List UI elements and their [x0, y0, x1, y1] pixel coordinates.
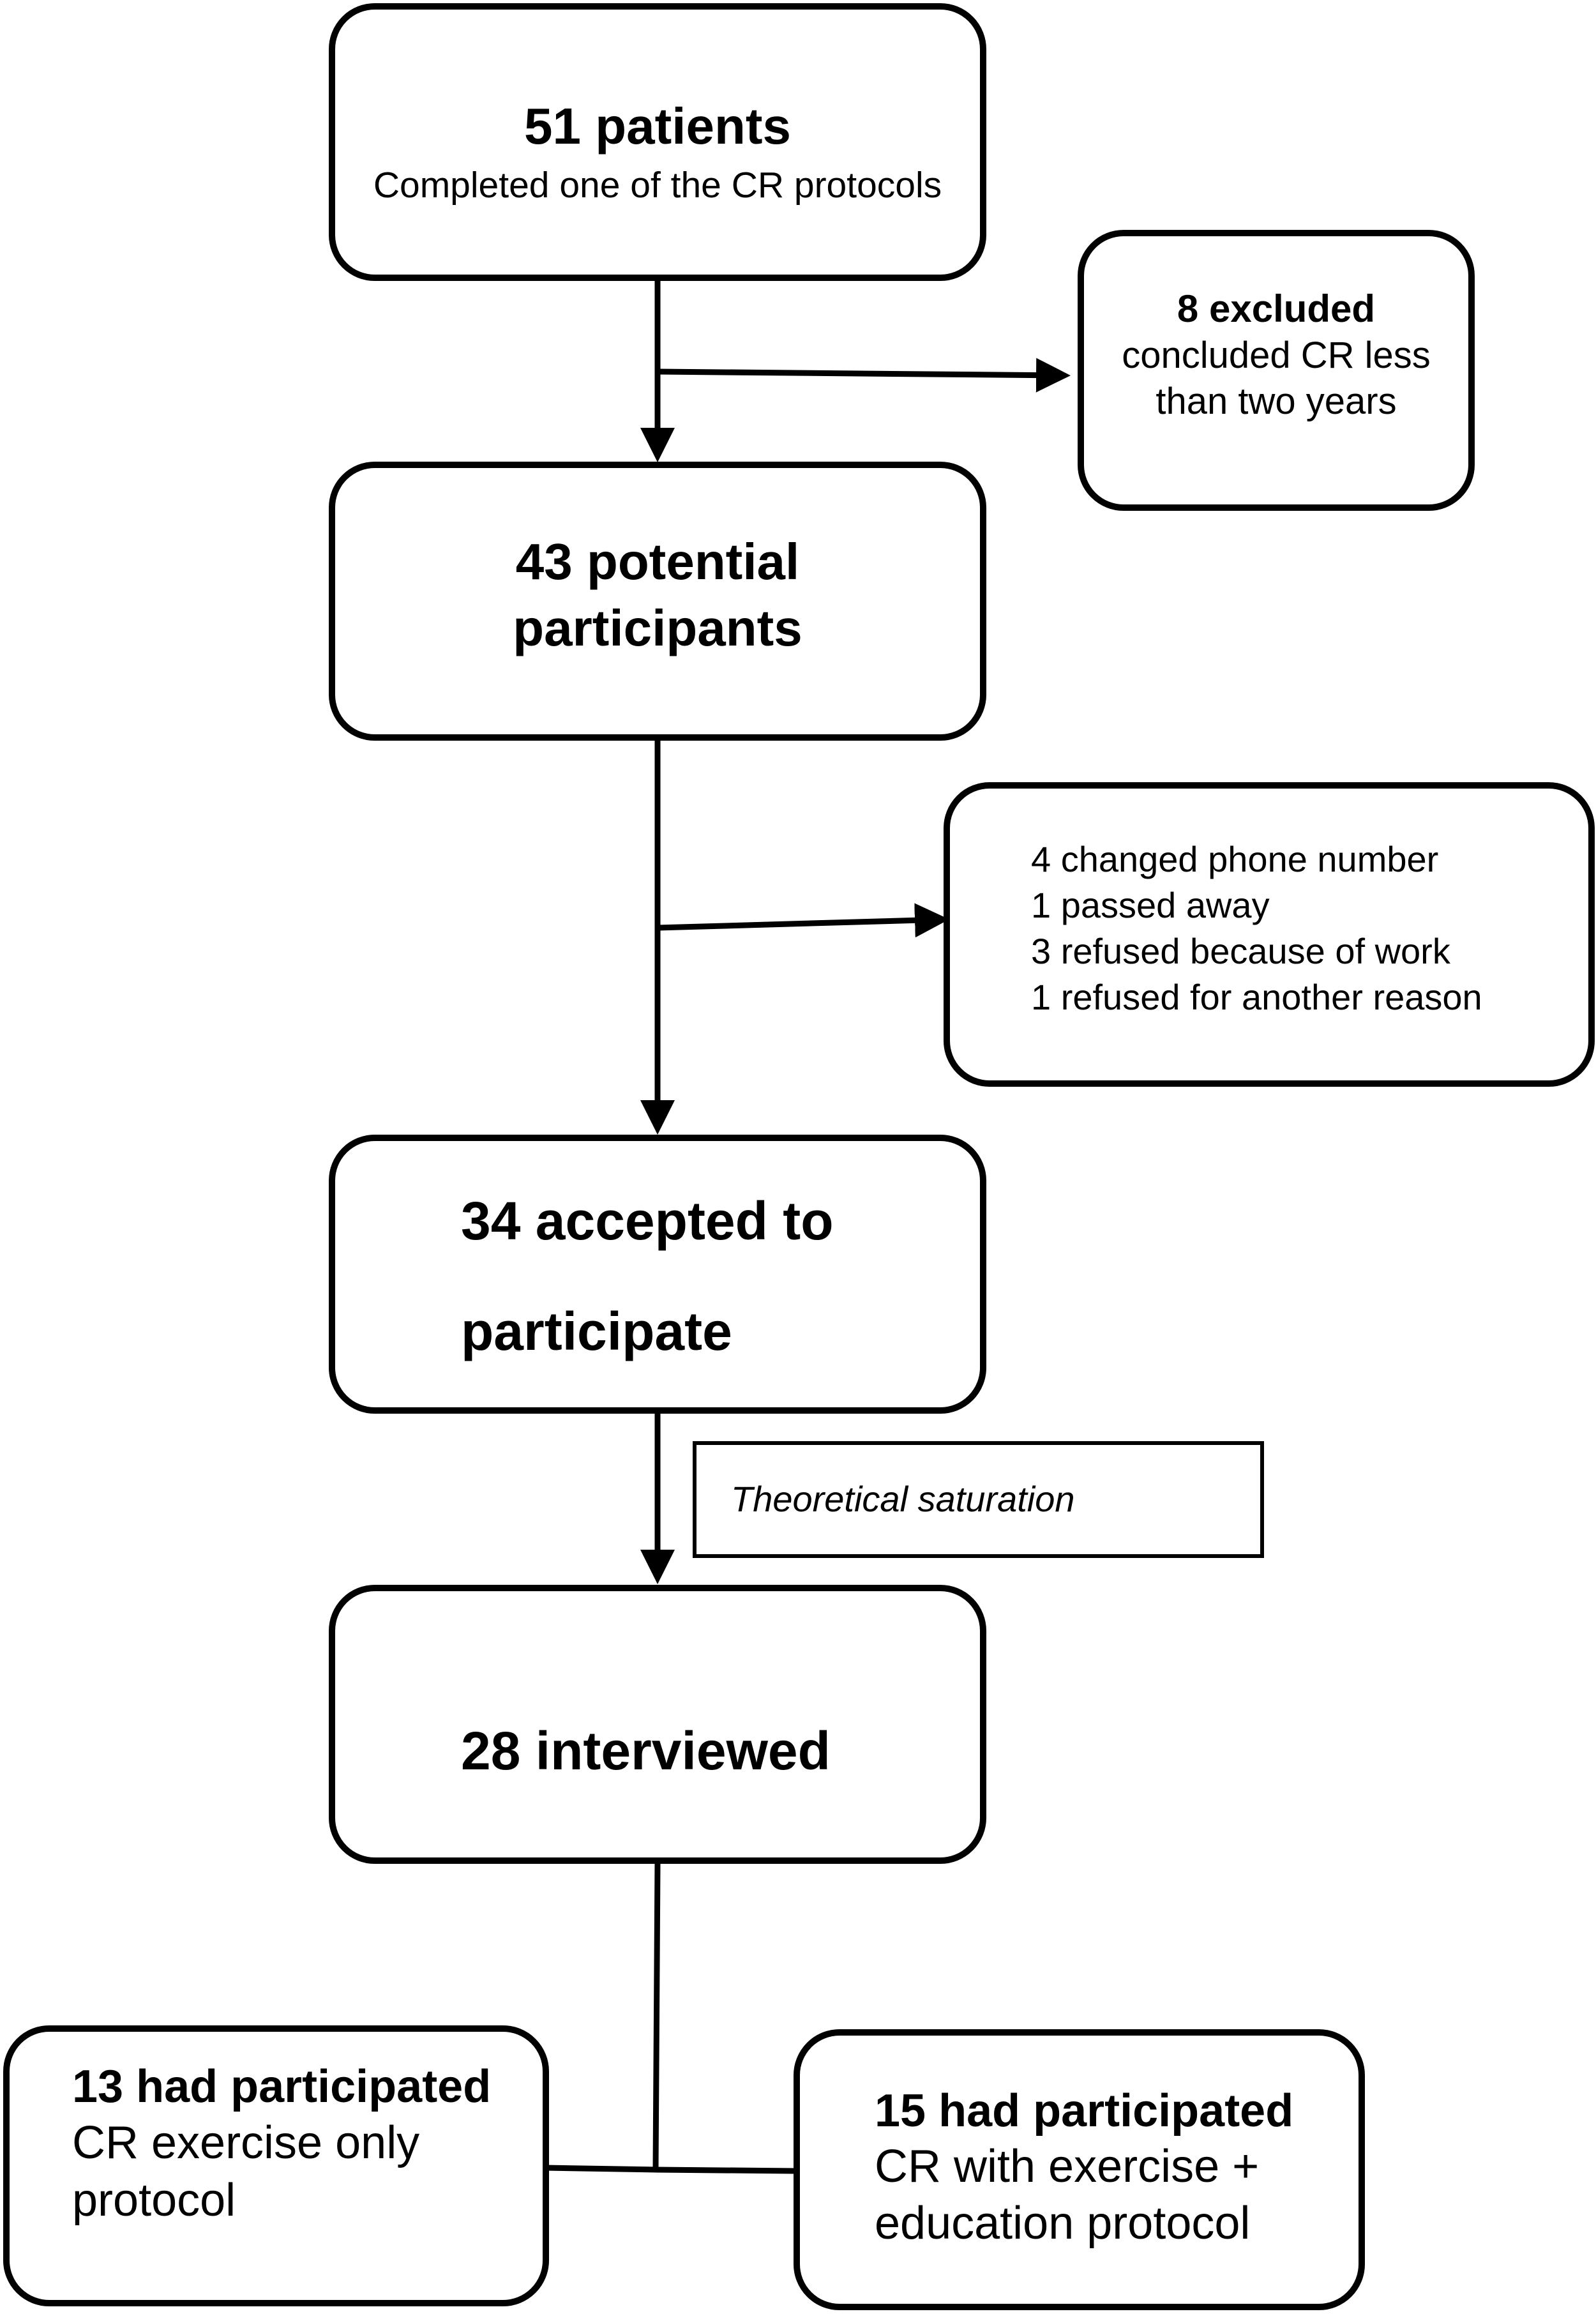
losses-item-work: 3 refused because of work [1031, 931, 1450, 971]
line-to-exercise-only [545, 2165, 658, 2173]
exercise-education-count: 15 had participated [875, 2085, 1294, 2136]
potential-line1: 43 potential [515, 533, 800, 590]
accepted-line1: 34 accepted to [461, 1191, 834, 1251]
exercise-education-line1: CR with exercise + [875, 2141, 1260, 2192]
potential-line2: participants [513, 600, 802, 656]
accepted-line2: participate [461, 1301, 732, 1361]
line-to-exercise-education [655, 2167, 796, 2174]
excluded-box [1078, 230, 1475, 511]
losses-item-passed-away: 1 passed away [1031, 885, 1270, 925]
exercise-only-count: 13 had participated [72, 2061, 492, 2112]
patients-detail: Completed one of the CR protocols [373, 165, 942, 206]
losses-item-phone: 4 changed phone number [1031, 839, 1439, 879]
arrow-to-losses [657, 903, 949, 938]
exercise-education-box [794, 2029, 1365, 2310]
patients-count: 51 patients [524, 98, 791, 155]
interviewed-box [329, 1585, 986, 1864]
excluded-detail-line2: than two years [1156, 381, 1397, 422]
losses-item-other-reason: 1 refused for another reason [1031, 977, 1482, 1017]
exercise-only-box [3, 2025, 549, 2306]
interviewed-label: 28 interviewed [461, 1721, 831, 1781]
patients-box [329, 3, 986, 281]
excluded-count: 8 excluded [1177, 287, 1376, 330]
arrow-to-excluded [657, 358, 1071, 393]
exercise-only-line2: protocol [72, 2175, 236, 2226]
exercise-only-line1: CR exercise only [72, 2117, 420, 2168]
line-interviewed-down [652, 1863, 661, 2170]
excluded-detail-line1: concluded CR less [1122, 335, 1431, 376]
accepted-box [329, 1135, 986, 1414]
potential-participants-box [329, 462, 986, 741]
saturation-note-box [693, 1441, 1264, 1558]
saturation-note-text: Theoretical saturation [731, 1479, 1075, 1519]
losses-box [944, 782, 1595, 1087]
exercise-education-line2: education protocol [875, 2198, 1251, 2249]
